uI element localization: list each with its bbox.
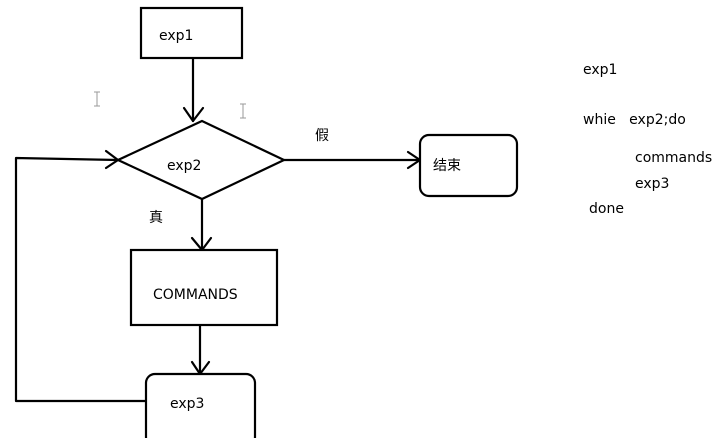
- node-decision-label: exp2: [167, 158, 201, 174]
- edge-start-to-decision: [182, 56, 205, 123]
- node-decision: exp2: [115, 119, 287, 201]
- node-end-label: 结束: [433, 158, 461, 174]
- code-line-3: commands: [635, 150, 712, 166]
- node-step-label: exp3: [170, 396, 204, 412]
- true-branch-label: 真: [149, 210, 163, 226]
- edge-decision-to-end: [282, 150, 422, 170]
- node-start-label: exp1: [159, 28, 193, 44]
- code-line-4: exp3: [635, 176, 669, 192]
- edge-decision-to-body: [190, 197, 213, 252]
- false-branch-label: 假: [315, 128, 329, 144]
- node-end: 结束: [418, 133, 519, 198]
- node-body: COMMANDS: [129, 248, 279, 327]
- pseudo-code: exp1 whie exp2;do commands exp3 done: [583, 62, 712, 217]
- node-body-label: COMMANDS: [153, 287, 238, 303]
- text-cursor-icon: [240, 103, 246, 119]
- text-cursor-icon: [94, 91, 100, 107]
- code-line-1: exp1: [583, 62, 617, 78]
- node-start: exp1: [139, 6, 244, 60]
- edge-step-loop-back: [14, 149, 148, 403]
- code-line-2: whie exp2;do: [583, 112, 686, 128]
- code-line-5: done: [589, 201, 624, 217]
- node-step: exp3: [144, 372, 257, 438]
- edge-body-to-step: [190, 323, 211, 376]
